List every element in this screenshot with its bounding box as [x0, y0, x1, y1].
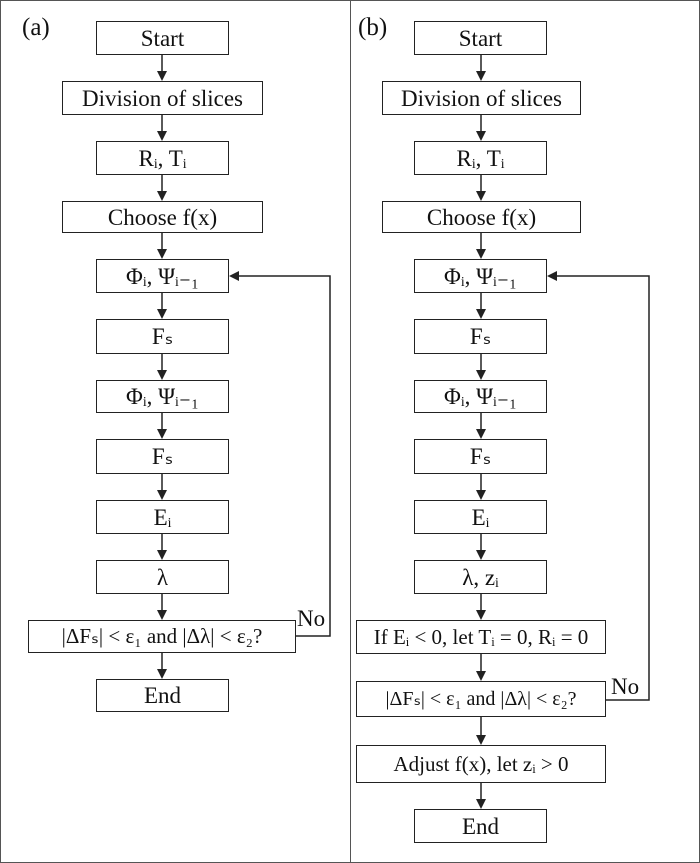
panel-a-no-label: No	[297, 606, 326, 631]
panel-a-end-box: End	[96, 679, 229, 712]
panel-b-ei-box: Eᵢ	[414, 500, 547, 534]
panel-a-phi-psi-box-2: Φᵢ, Ψᵢ₋₁	[96, 380, 229, 413]
panel-b-adjust-fx-box: Adjust f(x), let zᵢ > 0	[356, 745, 606, 783]
panel-b-no-label: No	[611, 674, 640, 699]
panel-a-ri-ti-box: Rᵢ, Tᵢ	[96, 141, 229, 175]
panel-a-phi-psi-box-1: Φᵢ, Ψᵢ₋₁	[96, 259, 229, 293]
panel-a-choose-fx-box: Choose f(x)	[62, 201, 263, 233]
panel-a-lambda-box: λ	[96, 560, 229, 594]
panel-b-fs-box-1: Fₛ	[414, 319, 547, 354]
panel-b-arrows	[476, 55, 650, 809]
panel-b-end-box: End	[414, 809, 547, 843]
panel-b-label: (b)	[358, 14, 388, 41]
panel-a-convergence-check-box: |ΔFₛ| < ε₁ and |Δλ| < ε₂?	[28, 620, 296, 653]
panel-b-division-box: Division of slices	[382, 81, 581, 115]
panel-a-fs-box-2: Fₛ	[96, 439, 229, 474]
panel-a-start-box: Start	[96, 21, 229, 55]
panel-b-fs-box-2: Fₛ	[414, 439, 547, 474]
panel-a-division-box: Division of slices	[62, 81, 263, 115]
panel-b-convergence-check-box: |ΔFₛ| < ε₁ and |Δλ| < ε₂?	[356, 681, 606, 717]
panel-b-tension-cutoff-box: If Eᵢ < 0, let Tᵢ = 0, Rᵢ = 0	[356, 620, 606, 654]
panel-b-start-box: Start	[414, 21, 547, 55]
panel-b-ri-ti-box: Rᵢ, Tᵢ	[414, 141, 547, 175]
panel-b-phi-psi-box-1: Φᵢ, Ψᵢ₋₁	[414, 259, 547, 293]
panel-b-lambda-zi-box: λ, zᵢ	[414, 560, 547, 594]
panel-a-label: (a)	[22, 14, 50, 41]
panel-a-arrows	[157, 55, 331, 679]
panel-b-phi-psi-box-2: Φᵢ, Ψᵢ₋₁	[414, 380, 547, 413]
panel-a-ei-box: Eᵢ	[96, 500, 229, 534]
panel-b-choose-fx-box: Choose f(x)	[382, 201, 581, 233]
panel-a-fs-box-1: Fₛ	[96, 319, 229, 354]
